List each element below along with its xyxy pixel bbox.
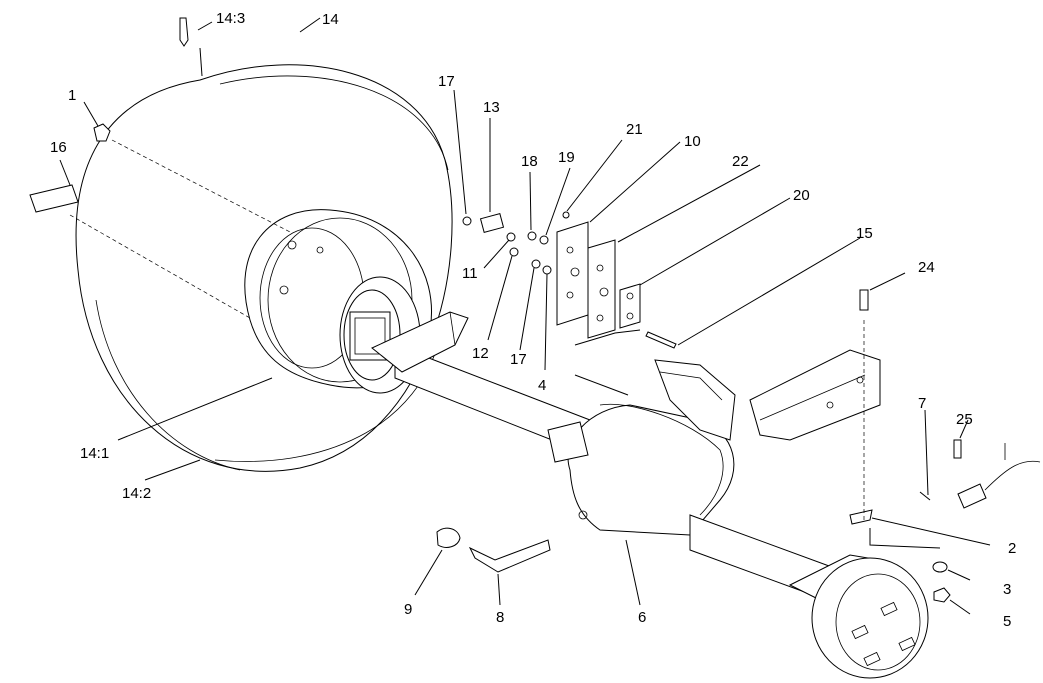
callout-24: 24: [918, 259, 935, 276]
callout-1: 1: [68, 87, 76, 104]
brake-drum: [788, 554, 929, 679]
bracket-24: [749, 349, 881, 441]
leader-lines: [59, 17, 991, 615]
callout-19: 19: [558, 149, 575, 166]
callout-15: 15: [856, 225, 873, 242]
callout-14-2: 14:2: [122, 485, 151, 502]
callout-9: 9: [404, 601, 412, 618]
mount-plate-10: [556, 221, 589, 326]
callout-6: 6: [638, 609, 646, 626]
callout-20: 20: [793, 187, 810, 204]
callout-5: 5: [1003, 613, 1011, 630]
callout-22: 22: [732, 153, 749, 170]
callout-8: 8: [496, 609, 504, 626]
callout-17-bottom: 17: [510, 351, 527, 368]
callout-3: 3: [1003, 581, 1011, 598]
callout-14-3: 14:3: [216, 10, 245, 27]
callout-17-top: 17: [438, 73, 455, 90]
clamp-block-20: [619, 283, 641, 329]
axle-mount-bracket: [371, 311, 469, 373]
assembly-lines: [69, 139, 941, 549]
callout-18: 18: [521, 153, 538, 170]
differential-housing: [547, 359, 736, 536]
callout-14-1: 14:1: [80, 445, 109, 462]
callout-14: 14: [322, 11, 339, 28]
callout-16: 16: [50, 139, 67, 156]
callout-25: 25: [956, 411, 973, 428]
hardware: [29, 123, 1041, 603]
callout-21: 21: [626, 121, 643, 138]
callout-4: 4: [538, 377, 546, 394]
callout-12: 12: [472, 345, 489, 362]
callout-11: 11: [462, 265, 478, 282]
callouts: 14:3 14 1 16 17 13 18 19 21 10 22 20 15 …: [50, 10, 1016, 630]
callout-13: 13: [483, 99, 500, 116]
callout-2: 2: [1008, 540, 1016, 557]
valve-stem: [179, 17, 189, 47]
callout-7: 7: [918, 395, 926, 412]
callout-10: 10: [684, 133, 701, 150]
mount-plate-22: [587, 239, 616, 339]
